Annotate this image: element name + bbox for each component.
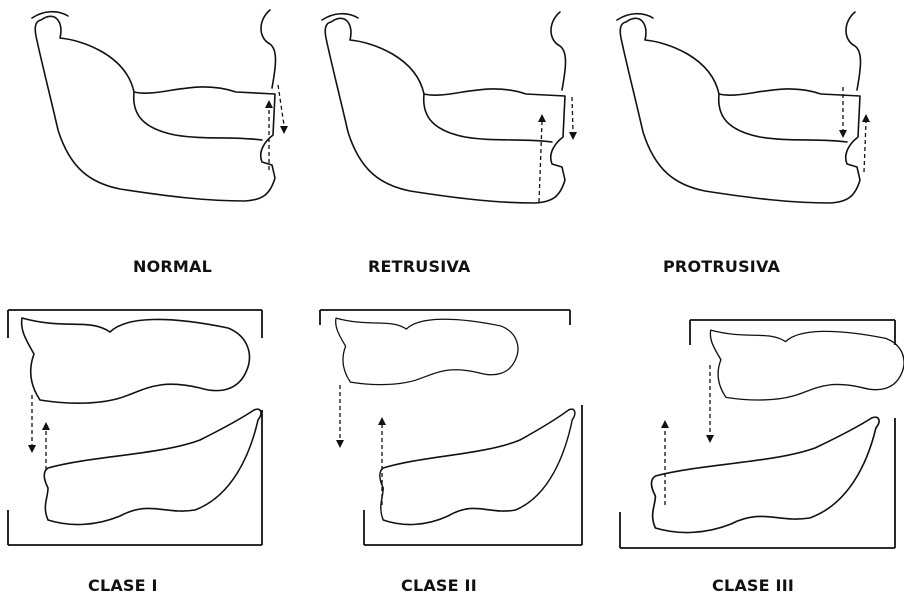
molar-clase-ii bbox=[320, 310, 582, 545]
jaw-normal bbox=[32, 10, 288, 201]
label-retrusiva: RETRUSIVA bbox=[368, 257, 470, 276]
label-protrusiva: PROTRUSIVA bbox=[663, 257, 780, 276]
label-clase-ii: CLASE II bbox=[401, 576, 477, 595]
molar-clase-i bbox=[8, 310, 262, 545]
label-normal: NORMAL bbox=[133, 257, 212, 276]
molar-clase-iii bbox=[620, 320, 904, 548]
label-clase-iii: CLASE III bbox=[712, 576, 794, 595]
label-clase-i: CLASE I bbox=[88, 576, 158, 595]
jaw-retrusiva bbox=[322, 12, 577, 203]
jaw-protrusiva bbox=[617, 12, 870, 203]
